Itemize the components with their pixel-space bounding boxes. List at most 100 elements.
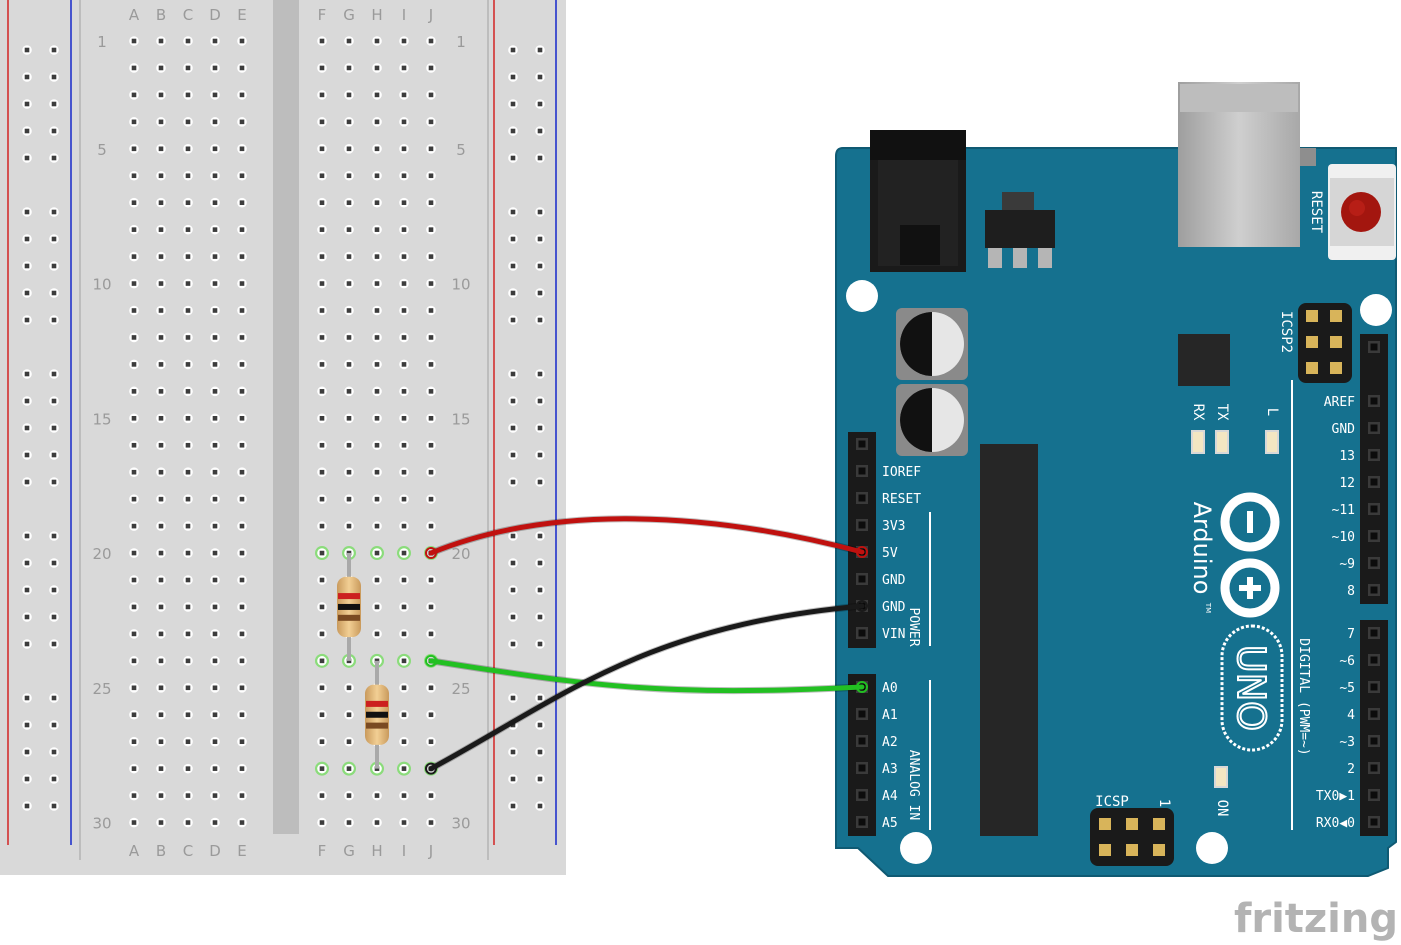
hole-H23-socket [374,631,380,637]
voltage-regulator [985,192,1055,268]
hole-E25-socket [239,685,245,691]
column-label-bottom-G: G [343,842,355,860]
hole-D20-socket [212,550,218,556]
hole-H18-socket [374,496,380,502]
hole-A7-socket [131,200,137,205]
icsp-pin-2 [1126,818,1138,830]
breadboard-trench [273,0,299,834]
a0-wire[interactable] [425,654,868,695]
hole-J4-socket [428,119,434,125]
arduino-pcb [835,147,1397,877]
hole-D16-socket [212,442,218,448]
5v-wire-end-arduino [856,546,868,558]
analog-pin-a3-socket [858,764,866,772]
hole-C15-socket [185,416,191,421]
hole-C17-socket [185,469,191,475]
hole-A5-socket [131,146,137,152]
hole-B18-socket [158,496,164,502]
hole-A2-socket [131,65,137,71]
rail-left-hole-17-socket [51,560,57,566]
rail-right-hole-12-socket [537,398,543,404]
hole-H20-socket [374,550,380,556]
hole-D21-socket [212,577,218,583]
hole-C2-socket [185,65,191,71]
rail-right-hole-2-socket [510,74,516,80]
hole-G10-socket [346,281,352,286]
hole-A23-socket [131,631,137,637]
hole-E16-socket [239,442,245,448]
reset-label: RESET [1308,191,1324,234]
hole-E9-socket [239,254,245,259]
hole-G17-socket [346,469,352,475]
rail-right-hole-25-socket [537,803,543,809]
row-label-right-20: 20 [451,545,470,563]
rail-right-hole-23-socket [510,749,516,755]
hole-G12-socket [346,335,352,340]
rail-right-hole-5-socket [510,155,516,161]
column-label-top-J: J [428,6,433,24]
hole-E24-socket [239,658,245,664]
hole-B20-socket [158,550,164,556]
rail-right-hole-16-socket [510,533,516,539]
hole-B29-socket [158,793,164,798]
rail-right-hole-4-socket [510,128,516,134]
rail-right-hole-22-socket [537,722,543,728]
hole-I29-socket [401,793,407,798]
rail-right-hole-13-socket [537,425,543,431]
hole-D10-socket [212,281,218,286]
hole-D25-socket [212,685,218,691]
hole-B2-socket [158,65,164,71]
hole-E8-socket [239,227,245,232]
on-led [1214,766,1228,788]
rail-right-hole-3-socket [537,101,543,107]
hole-H30-socket [374,820,380,825]
rail-left-hole-4-socket [24,128,30,134]
resistor-1[interactable] [337,553,361,661]
hole-A6-socket [131,173,137,179]
digital-pin-bottom-4-socket [1370,737,1378,745]
rail-left-hole-13-socket [51,425,57,431]
hole-A12-socket [131,335,137,340]
analog-pin-a4-socket [858,791,866,799]
hole-A1-socket [131,38,137,44]
hole-C3-socket [185,92,191,98]
power-pin-3v3-2-socket [858,521,866,529]
power-group-label: POWER [906,607,921,646]
fritzing-watermark: fritzing [1234,896,1398,942]
hole-G27-socket [346,739,352,744]
digital-pin-label-top-2: 13 [1339,449,1355,464]
hole-J2-socket [428,65,434,71]
digital-pin-top-2-socket [1370,451,1378,459]
row-label-right-5: 5 [456,141,466,159]
reset-button[interactable] [1328,164,1396,260]
5v-wire[interactable] [425,515,868,560]
icsp2-pin-3 [1306,336,1318,348]
resistor-2[interactable] [365,660,389,769]
digital-pin-label-top-3: 12 [1339,476,1355,491]
column-label-bottom-H: H [371,842,382,860]
icsp-pin-5 [1126,844,1138,856]
hole-F22-socket [319,604,325,610]
rail-right-hole-21-socket [510,695,516,701]
rail-right-hole-11-socket [510,371,516,377]
hole-B16-socket [158,442,164,448]
icsp-header [1090,808,1174,866]
led-rx-lens [1193,432,1203,452]
hole-B3-socket [158,92,164,98]
rail-right-hole-3-socket [510,101,516,107]
gnd-wire[interactable] [425,600,868,775]
usb-connector [1178,82,1316,247]
hole-G25-socket [346,685,352,691]
rail-right-hole-4-socket [537,128,543,134]
hole-A16-socket [131,442,137,448]
rail-left-hole-22-socket [51,722,57,728]
hole-E26-socket [239,712,245,718]
rail-left-hole-24-socket [24,776,30,782]
hole-D12-socket [212,335,218,340]
hole-D26-socket [212,712,218,718]
hole-F15-socket [319,416,325,421]
hole-B26-socket [158,712,164,718]
row-label-right-10: 10 [451,276,470,294]
hole-F24-socket [319,658,325,664]
